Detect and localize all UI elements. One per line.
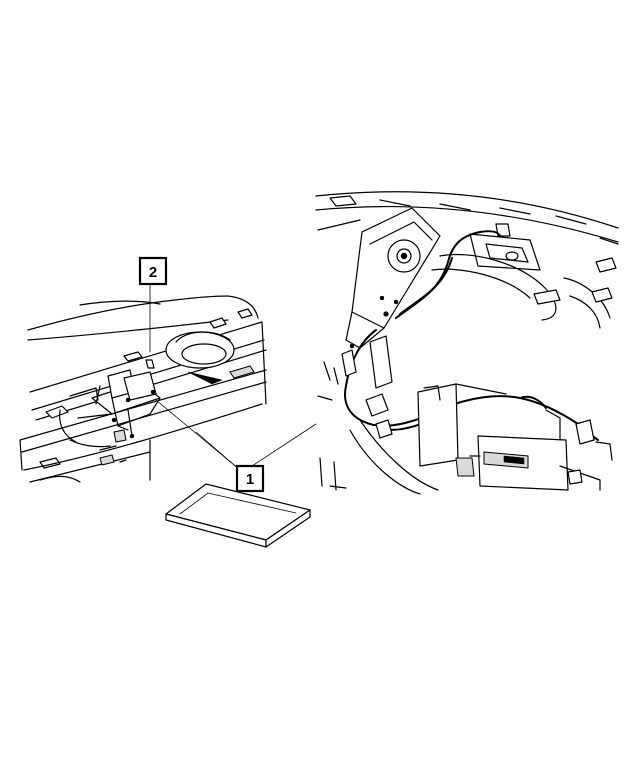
part-1-pad — [165, 483, 311, 548]
callout-2-number: 2 — [149, 264, 157, 281]
callout-1: 1 — [235, 464, 265, 493]
right-overhead-illustration — [315, 191, 619, 495]
callout-1-leaders — [149, 281, 317, 471]
callout-1-number: 1 — [246, 471, 254, 488]
callout-2: 2 — [138, 256, 168, 286]
left-dashboard-illustration — [19, 295, 267, 483]
